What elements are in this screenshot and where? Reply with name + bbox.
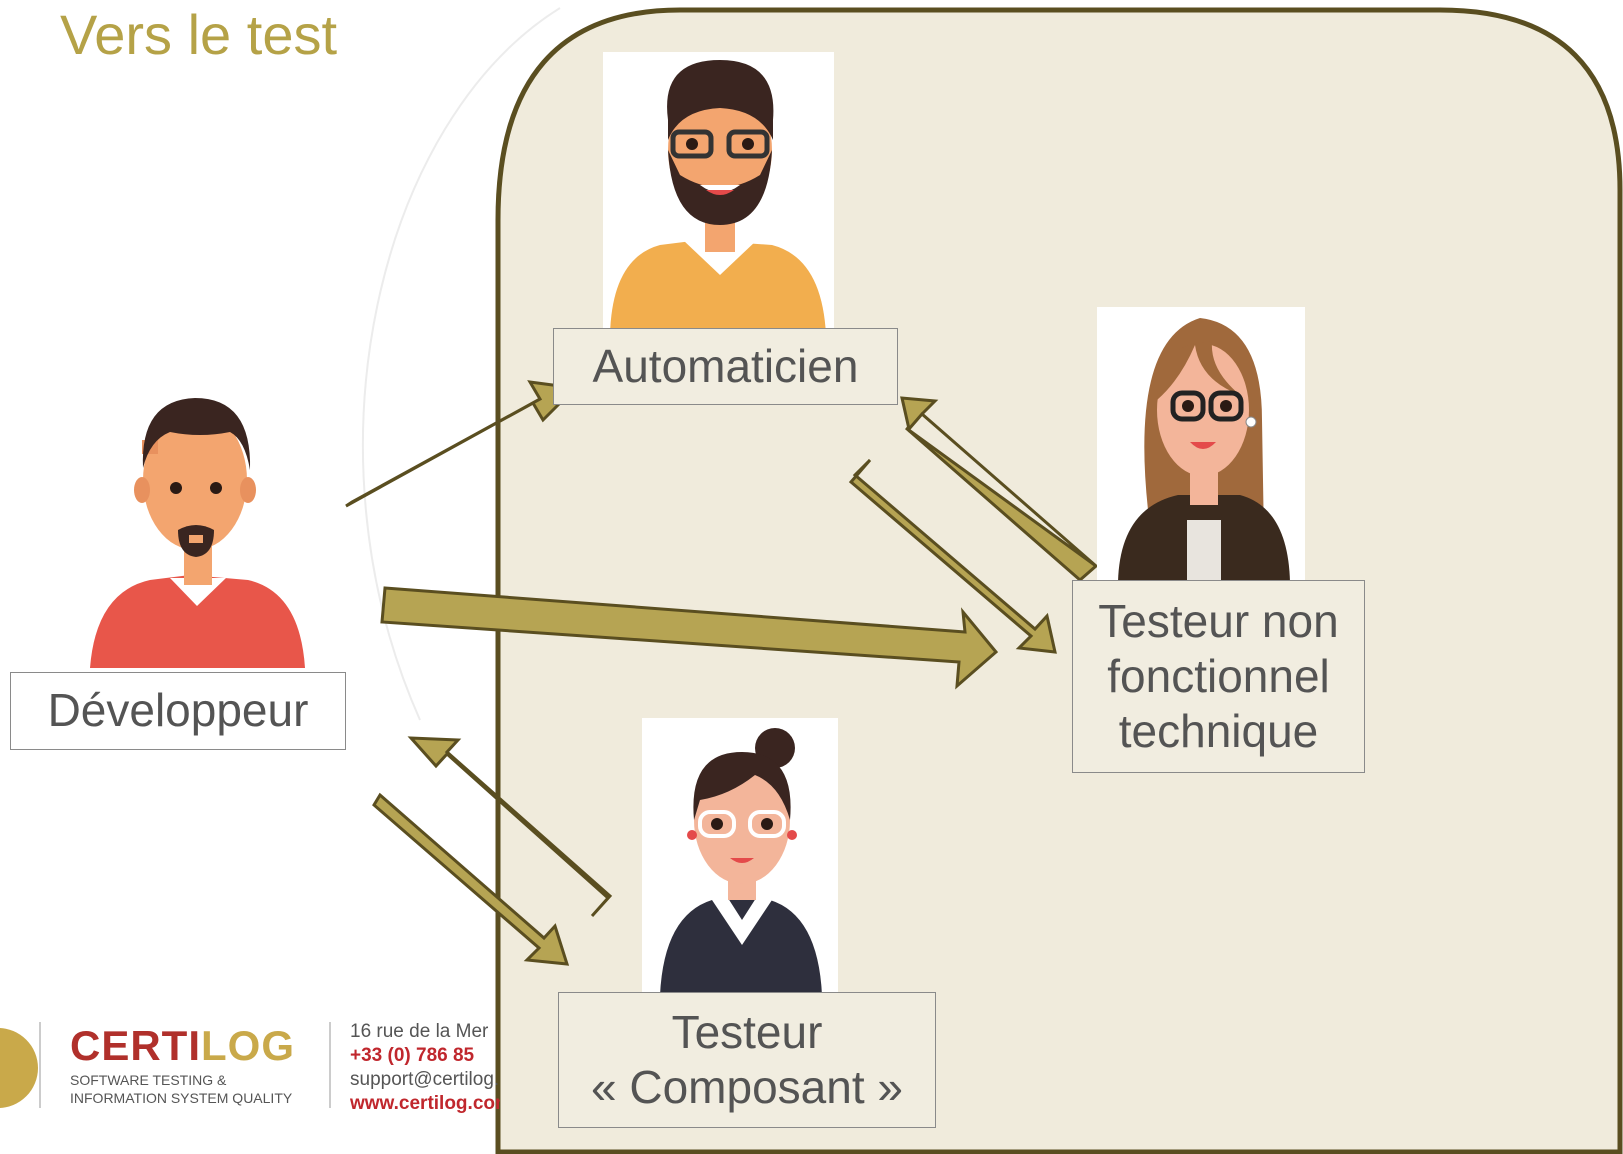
arrow-dev-to-nonfunctional [380, 586, 999, 690]
arrow-automaticien-to-nonfunctional [848, 458, 1057, 654]
developer-avatar [90, 398, 305, 668]
logo-tagline-1: SOFTWARE TESTING & [70, 1072, 227, 1088]
footer-email: support@certilog.co [350, 1069, 500, 1090]
arrow-dev-to-composant [372, 792, 570, 966]
slide-title: Vers le test [60, 3, 338, 66]
composant-label-line-2: « Composant » [591, 1061, 903, 1113]
footer-website[interactable]: www.certilog.com [350, 1093, 500, 1114]
footer-phone: +33 (0) 786 85 [350, 1045, 475, 1066]
logo-word-certi: CERTI [70, 1022, 201, 1069]
logo-tagline-2: INFORMATION SYSTEM QUALITY [70, 1090, 293, 1106]
nonfunctional-label-line-2: fonctionnel [1107, 649, 1330, 702]
nonfunctional-avatar [1118, 318, 1290, 582]
nonfunctional-label: Testeur non fonctionnel technique [1072, 580, 1365, 773]
arrow-nonfunctional-to-automaticien [900, 396, 1099, 582]
developer-label: Développeur [10, 672, 346, 750]
arrow-dev-to-automaticien [345, 380, 579, 508]
nonfunctional-label-line-3: technique [1118, 705, 1319, 758]
composant-label: Testeur « Composant » [558, 992, 936, 1128]
composant-avatar [660, 728, 822, 995]
automaticien-avatar [610, 60, 826, 335]
footer-address: 16 rue de la Mer [350, 1021, 489, 1042]
logo-circle [0, 1028, 38, 1108]
automaticien-label: Automaticien [553, 328, 898, 405]
certilog-logo: CERTILOG SOFTWARE TESTING & INFORMATION … [70, 1022, 295, 1106]
logo-word-log: LOG [201, 1022, 295, 1069]
footer-contact: 16 rue de la Mer +33 (0) 786 85 support@… [350, 1020, 500, 1116]
nonfunctional-label-line-1: Testeur non [1098, 594, 1339, 647]
decorative-curve [361, 7, 561, 721]
automaticien-label-text: Automaticien [592, 339, 859, 392]
developer-label-text: Développeur [47, 684, 309, 737]
arrow-composant-to-dev [407, 736, 613, 918]
composant-label-line-1: Testeur [671, 1005, 823, 1058]
